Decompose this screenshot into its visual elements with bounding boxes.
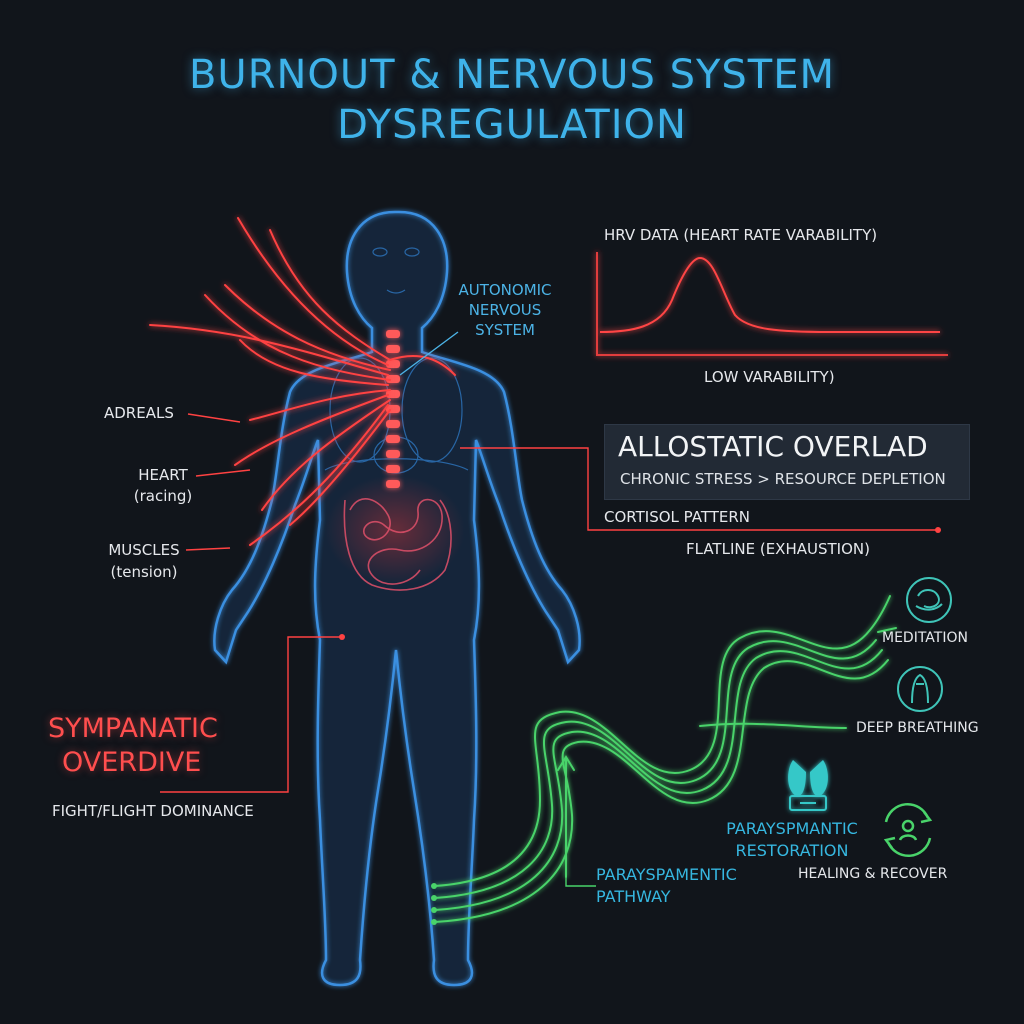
fight-flight-label: FIGHT/FLIGHT DOMINANCE: [52, 802, 254, 820]
recovery-cycle-icon: [883, 802, 933, 858]
intestines: [343, 498, 452, 591]
autonomic-line-1: AUTONOMIC: [458, 281, 552, 299]
pathway-line-2: PATHWAY: [596, 887, 671, 906]
deep-breathing-label: DEEP BREATHING: [856, 720, 979, 736]
pathway-line-1: PARAYSPAMENTIC: [596, 865, 737, 884]
hrv-caption: LOW VARABILITY): [704, 368, 835, 386]
hrv-axes: [596, 252, 948, 356]
hrv-line: [599, 256, 940, 333]
sympathetic-line-2: OVERDIVE: [62, 747, 202, 778]
allostatic-panel: [604, 424, 970, 500]
allostatic-subtitle: CHRONIC STRESS > RESOURCE DEPLETION: [620, 470, 946, 488]
recovery-pathway: [434, 595, 897, 923]
restoration-line-1: PARAYSPMANTIC: [726, 819, 858, 838]
title-line-2: DYSREGULATION: [337, 102, 687, 148]
cortisol-label: CORTISOL PATTERN: [604, 508, 751, 526]
autonomic-line-2: NERVOUS: [468, 301, 542, 319]
cortisol-note: FLATLINE (EXHAUSTION): [686, 540, 870, 558]
lungs-icon: [788, 760, 828, 811]
autonomic-line-3: SYSTEM: [475, 321, 535, 339]
stress-nerves: [149, 217, 456, 546]
meditation-icon: [906, 577, 952, 623]
heart-note: (racing): [133, 487, 193, 505]
heart-label: HEART: [138, 466, 188, 484]
adreals-label: ADREALS: [104, 404, 174, 422]
restoration-line-2: RESTORATION: [735, 841, 849, 860]
breathing-icon: [897, 666, 943, 712]
pathway-leader: [565, 877, 596, 887]
hrv-chart: [596, 252, 948, 356]
sympathetic-line-1: SYMPANATIC: [48, 713, 218, 744]
muscles-note: (tension): [110, 563, 178, 581]
healing-label: HEALING & RECOVER: [798, 866, 948, 882]
autonomic-label: AUTONOMIC NERVOUS SYSTEM: [440, 280, 570, 340]
leader-lines: [160, 331, 941, 793]
allostatic-title: ALLOSTATIC OVERLAD: [618, 430, 928, 463]
spine: [386, 330, 400, 488]
meditation-label: MEDITATION: [882, 630, 968, 646]
pathway-endpoints: [431, 883, 437, 925]
muscles-label: MUSCLES: [108, 541, 180, 559]
title-line-1: BURNOUT & NERVOUS SYSTEM: [188, 52, 835, 98]
hrv-title: HRV DATA (HEART RATE VARABILITY): [604, 226, 878, 244]
gut-glow: [325, 475, 465, 585]
